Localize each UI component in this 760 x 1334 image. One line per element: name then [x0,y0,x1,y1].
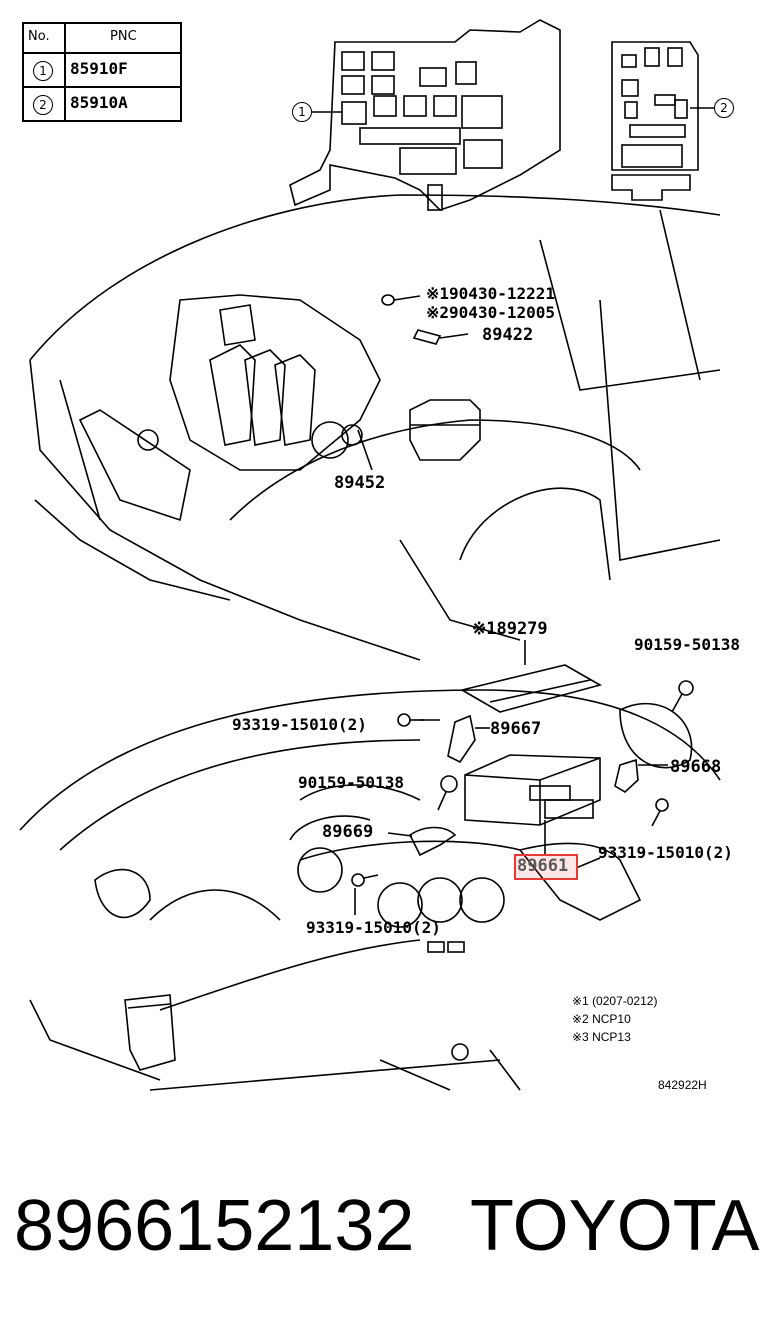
diagram-ref: 842922H [658,1078,707,1092]
relay-block-1-drawing [289,19,561,211]
pnc-table: No. PNC 1 85910F 2 85910A [22,22,182,122]
label-89279[interactable]: ※189279 [472,619,548,639]
sensor-89422-drawing [381,294,469,345]
relay-block-2-drawing [611,41,699,201]
car-body-drawing [29,194,721,661]
highlight-box [514,854,578,880]
note-1: ※1 (0207-0212) [572,994,658,1008]
bracket-89667-drawing [447,714,490,764]
table-row-2-pnc: 85910A [70,93,128,112]
ecu-89661-drawing [464,754,601,826]
label-89422[interactable]: 89422 [482,325,534,345]
callout-2: 2 [714,98,734,118]
note-3: ※3 NCP13 [572,1030,631,1044]
engine-drawing [169,294,381,471]
part-number: 8966152132 [14,1186,415,1266]
label-93319-15010-c[interactable]: 93319-15010(2) [598,843,733,862]
dashboard-drawing [19,689,721,1091]
table-divider [24,52,180,54]
table-row-2-no: 2 [33,95,53,115]
label-90159-50138-b[interactable]: 90159-50138 [298,773,404,792]
brand-name: TOYOTA [470,1186,760,1266]
label-89661[interactable]: 89661 [517,856,569,876]
label-93319-15010-b[interactable]: 93319-15010(2) [306,918,441,937]
bracket-89669-drawing [387,826,457,857]
bracket-89668-drawing [614,758,668,793]
label-90430-12005[interactable]: ※290430-12005 [426,303,555,322]
callout-1: 1 [292,102,312,122]
label-89669[interactable]: 89669 [322,822,374,842]
table-row-1-no: 1 [33,61,53,81]
ecu-box-top-drawing [409,399,481,461]
label-89668[interactable]: 89668 [670,757,722,777]
bolt-drawings [351,680,694,887]
ecu-cover-89279-drawing [459,640,603,713]
table-header-pnc: PNC [110,29,137,44]
label-90430-12221[interactable]: ※190430-12221 [426,284,555,303]
relay-bracket-lower-drawing [124,994,176,1071]
table-divider [64,24,66,120]
table-divider [24,86,180,88]
leader-lines [354,719,601,915]
label-90159-50138-a[interactable]: 90159-50138 [634,635,740,654]
label-89667[interactable]: 89667 [490,719,542,739]
table-header-no: No. [28,29,50,44]
note-2: ※2 NCP10 [572,1012,631,1026]
label-89452[interactable]: 89452 [334,473,386,493]
label-93319-15010-a[interactable]: 93319-15010(2) [232,715,367,734]
table-row-1-pnc: 85910F [70,59,128,78]
